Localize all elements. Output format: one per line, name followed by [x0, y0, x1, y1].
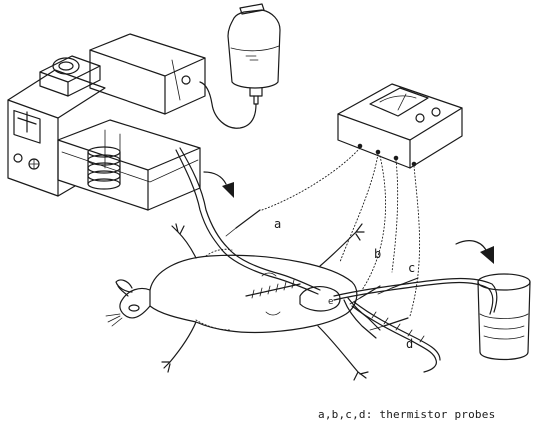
- probe-label-a: a: [274, 217, 281, 231]
- thermistor-probe-a: [226, 210, 260, 236]
- water-bath-circulator: [8, 34, 228, 250]
- probe-wires: [262, 148, 420, 316]
- probe-label-b: b: [374, 247, 381, 261]
- probe-label-c: c: [408, 261, 415, 275]
- water-tank: [58, 120, 200, 210]
- temperature-controller-box: [8, 70, 105, 196]
- thermistor-probe-c: [378, 278, 418, 294]
- dial-icon: [416, 114, 424, 122]
- thermistor-probe-d: [370, 318, 408, 330]
- rat-illustration: [106, 224, 440, 380]
- figure-caption: a,b,c,d: thermistor probes: [318, 408, 495, 421]
- control-knob-icon: [14, 154, 22, 162]
- probe-label-d: d: [406, 337, 413, 351]
- flow-arrow-icon: [456, 241, 494, 264]
- heating-coil-icon: [88, 147, 120, 189]
- thermistor-meter: [338, 84, 462, 168]
- outflow-tube: [334, 279, 497, 315]
- dial-icon: [432, 108, 440, 116]
- heater-unit: [90, 34, 205, 114]
- flow-arrow-icon: [204, 172, 234, 198]
- infusion-bottle: [200, 4, 280, 128]
- thermistor-probe-b: [350, 286, 380, 304]
- probe-label-e: e: [328, 297, 333, 307]
- knob-icon: [182, 76, 190, 84]
- gauge-icon: [370, 88, 428, 116]
